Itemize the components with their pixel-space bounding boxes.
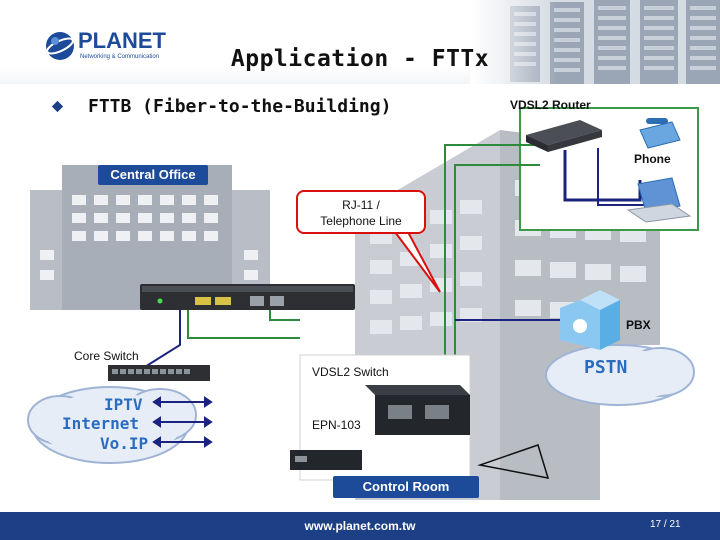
phone-label: Phone (634, 152, 671, 166)
epn-103-icon (290, 450, 362, 470)
control-room-label: Control Room (333, 476, 479, 498)
server-racks-image (470, 0, 720, 84)
cloud-service-internet: Internet (62, 414, 140, 433)
pbx-label: PBX (626, 318, 651, 332)
diamond-bullet-icon (52, 101, 63, 112)
pstn-cloud (545, 344, 695, 406)
pbx-cube-icon (560, 290, 620, 350)
laptop-icon (626, 177, 692, 223)
logo-tagline: Networking & Communication (80, 54, 160, 60)
planet-logo-globe-icon (46, 32, 74, 60)
logo-wordmark: PLANET (78, 28, 166, 53)
callout-line-1: RJ-11 / (342, 198, 380, 212)
cloud-service-iptv: IPTV (104, 395, 143, 414)
central-office-label: Central Office (98, 165, 208, 185)
vdsl2-router-label: VDSL2 Router (510, 98, 591, 112)
pstn-label: PSTN (584, 357, 628, 378)
service-arrows (152, 396, 213, 448)
footer-url: www.planet.com.tw (304, 519, 416, 533)
core-switch-icon (108, 365, 210, 381)
control-room-pointer (477, 444, 550, 479)
core-switch-label: Core Switch (74, 349, 139, 363)
cloud-service-voip: Vo.IP (100, 434, 149, 453)
vdsl2-switch-label: VDSL2 Switch (312, 365, 389, 379)
bullet-fttb: FTTB (Fiber-to-the-Building) (88, 96, 392, 117)
callout-line-2: Telephone Line (320, 214, 402, 228)
slide-title: Application - FTTx (230, 46, 490, 72)
page-number: 17 / 21 (650, 519, 681, 530)
central-office-switch-icon (140, 284, 355, 310)
fttb-diagram (27, 107, 699, 500)
epn-103-label: EPN-103 (312, 418, 361, 432)
telephone-icon (639, 118, 681, 149)
router-icon (526, 120, 602, 152)
rj11-callout: RJ-11 / Telephone Line (296, 190, 426, 234)
services-cloud (27, 386, 197, 464)
slide-footer (0, 512, 720, 540)
